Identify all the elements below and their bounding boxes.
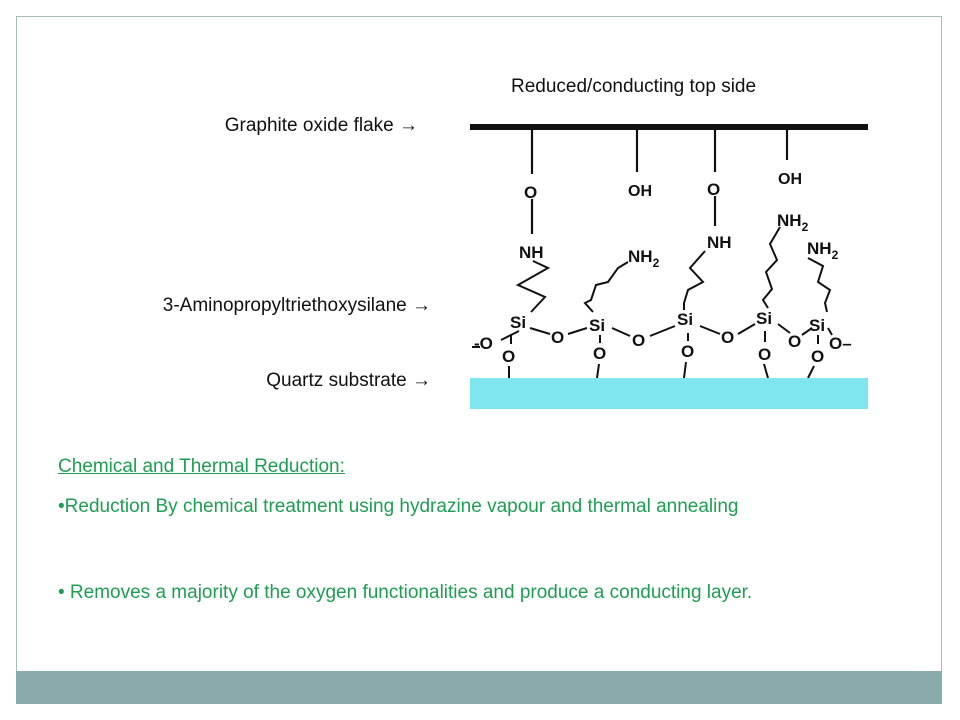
- graphite-flake-label: Graphite oxide flake →: [224, 115, 418, 136]
- hydroxyl-group-1: OH: [628, 183, 652, 200]
- amino-group-1-subscript: 2: [653, 256, 660, 270]
- silicon-atom-1: Si: [510, 313, 526, 332]
- amine-group-1: NH: [519, 243, 544, 262]
- bond-o-si3: [649, 325, 676, 337]
- bond-o5-substrate: [807, 365, 815, 379]
- oxygen-down-3: O: [681, 342, 694, 361]
- footer-bar: [16, 671, 942, 704]
- chain-4: [761, 226, 781, 309]
- silane-label: 3-Aminopropyltriethoxysilane →: [162, 295, 431, 316]
- amine-group-2: NH: [707, 233, 732, 252]
- amino-group-3: NH2: [807, 239, 839, 262]
- oxygen-down-5: O: [811, 347, 824, 366]
- amino-group-3-subscript: 2: [832, 248, 839, 262]
- bond-o-si5: [801, 327, 813, 336]
- chain-1: [515, 260, 551, 313]
- bond-si5-o: [827, 327, 833, 336]
- oxygen-down-2: O: [593, 344, 606, 363]
- bond-o4-substrate: [763, 363, 769, 379]
- silicon-atom-2: Si: [589, 316, 605, 335]
- graphite-flake-bar: [470, 124, 868, 130]
- silicon-atom-4: Si: [756, 309, 772, 328]
- bond-o3-substrate: [683, 361, 687, 379]
- chain-5: [807, 257, 832, 313]
- bond-o-si2: [567, 327, 588, 335]
- bullet-chemical-treatment: •Reduction By chemical treatment using h…: [58, 496, 739, 517]
- bond-o2-substrate: [596, 363, 600, 379]
- silicon-atom-5: Si: [809, 316, 825, 335]
- bond-si4-o: [777, 323, 791, 334]
- amino-group-1-text: NH: [628, 247, 653, 266]
- chain-3: [683, 250, 706, 310]
- bond-si3-o: [699, 325, 721, 335]
- reduction-heading: Chemical and Thermal Reduction:: [58, 456, 345, 477]
- bond-si1-o: [529, 327, 551, 335]
- bond-o-si4: [737, 323, 756, 335]
- amino-group-2-subscript: 2: [802, 220, 809, 234]
- oxygen-bridge-1: O: [551, 328, 564, 347]
- oxygen-left-end: -O: [474, 334, 493, 353]
- bullet-oxygen-removal: • Removes a majority of the oxygen funct…: [58, 582, 753, 603]
- amino-group-2: NH2: [777, 211, 809, 234]
- oxygen-down-4: O: [758, 345, 771, 364]
- quartz-label: Quartz substrate →: [266, 370, 431, 391]
- oxygen-atom-1: O: [524, 183, 537, 202]
- silicon-atom-3: Si: [677, 310, 693, 329]
- amino-group-3-text: NH: [807, 239, 832, 258]
- oxygen-atom-2: O: [707, 180, 720, 199]
- oxygen-right-end: O–: [829, 334, 852, 353]
- oxygen-bridge-2: O: [632, 331, 645, 350]
- oxygen-down-1: O: [502, 347, 515, 366]
- bond-si2-o: [611, 327, 631, 337]
- amino-group-1: NH2: [628, 247, 660, 270]
- oxygen-bridge-4: O: [788, 332, 801, 351]
- top-side-label: Reduced/conducting top side: [511, 76, 757, 97]
- oxygen-bridge-3: O: [721, 328, 734, 347]
- chain-2: [583, 261, 629, 313]
- amino-group-2-text: NH: [777, 211, 802, 230]
- hydroxyl-group-2: OH: [778, 171, 802, 188]
- quartz-substrate: [470, 378, 868, 409]
